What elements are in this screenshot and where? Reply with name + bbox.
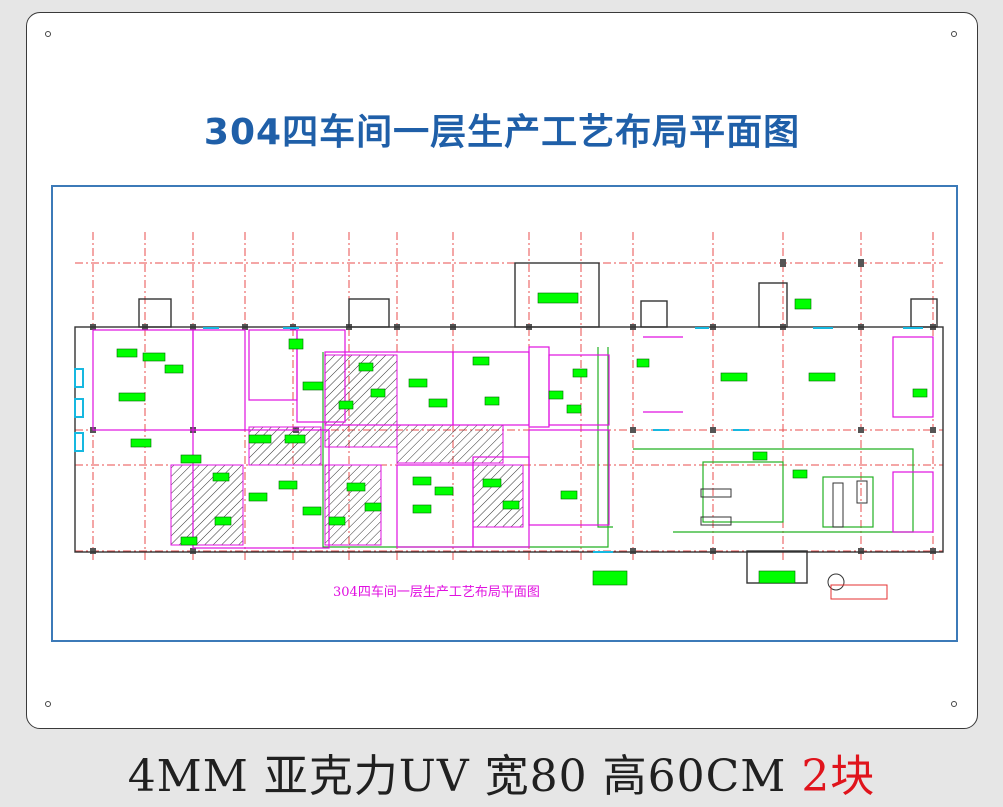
mounting-hole-icon: [45, 31, 51, 37]
quantity-text: 2块: [801, 751, 876, 802]
interior-walls: [92, 329, 934, 549]
spec-text: 4MM 亚克力UV 宽80 高60CM: [127, 751, 787, 802]
floor-plan-drawing: [74, 232, 944, 600]
equipment-labels: [116, 292, 928, 586]
spec-caption: 4MM 亚克力UV 宽80 高60CM 2块: [0, 740, 1003, 804]
red-outline-box: [830, 584, 888, 600]
hatched-areas: [170, 354, 524, 546]
mounting-hole-icon: [45, 701, 51, 707]
sign-title: 304四车间一层生产工艺布局平面图: [203, 112, 801, 153]
floor-plan-frame: 304四车间一层生产工艺布局平面图: [51, 185, 958, 642]
plan-title: 304四车间一层生产工艺布局平面图: [333, 585, 540, 600]
production-lines: [700, 480, 868, 591]
acrylic-sign-board: 304四车间一层生产工艺布局平面图: [26, 12, 978, 729]
cyan-doors: [74, 327, 923, 553]
mounting-hole-icon: [951, 701, 957, 707]
mounting-hole-icon: [951, 31, 957, 37]
